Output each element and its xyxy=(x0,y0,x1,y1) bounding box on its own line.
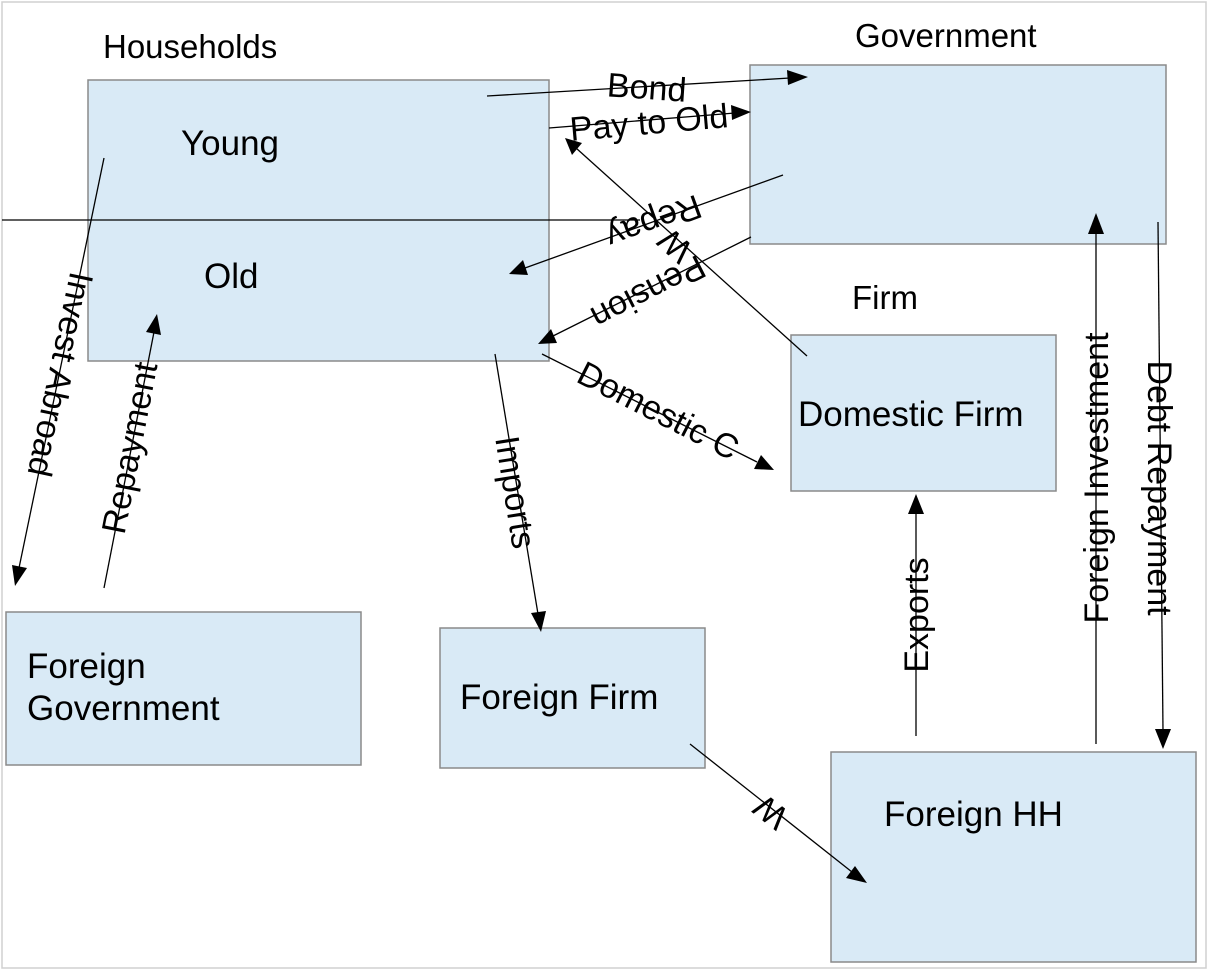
invest-abroad-arrowhead xyxy=(12,565,27,586)
firm-label: Firm xyxy=(852,279,918,316)
repayment-flow-label: Repayment xyxy=(95,358,166,536)
pension-arrowhead xyxy=(538,329,557,344)
foreign-investment-flow-label: Foreign Investment xyxy=(1078,332,1116,624)
repayment-arrowhead xyxy=(146,314,161,335)
foreign-investment-arrowhead xyxy=(1088,213,1104,234)
domestic-firm-box[interactable] xyxy=(790,334,1057,492)
w-domestic-connector xyxy=(575,147,808,357)
bond-connector xyxy=(486,77,791,97)
imports-connector xyxy=(494,353,539,615)
foreign-hh-label: Foreign HH xyxy=(884,795,1063,834)
pension-flow-label: Pension xyxy=(585,247,712,337)
old-label: Old xyxy=(204,257,258,296)
invest-abroad-flow-label: Invest Abroad xyxy=(20,269,100,480)
households-label: Households xyxy=(103,28,277,65)
repay-arrowhead xyxy=(509,260,528,275)
pension-connector xyxy=(552,236,752,337)
domestic-c-arrowhead xyxy=(754,455,774,470)
domestic-c-connector xyxy=(541,353,758,463)
imports-arrowhead xyxy=(531,611,546,632)
pay-to-old-arrowhead xyxy=(731,105,751,120)
foreign-government-label-line2: Government xyxy=(27,689,220,728)
debt-repayment-flow-label: Debt Repayment xyxy=(1140,360,1178,616)
repay-connector xyxy=(524,174,784,269)
repayment-connector xyxy=(103,331,155,589)
exports-arrowhead xyxy=(908,494,924,514)
pay-to-old-flow-label: Pay to Old xyxy=(568,97,729,149)
foreign-government-box[interactable] xyxy=(5,611,362,766)
w-foreign-connector xyxy=(689,743,853,873)
pay-to-old-connector xyxy=(548,112,736,129)
government-label: Government xyxy=(855,17,1037,54)
invest-abroad-connector xyxy=(18,157,105,569)
imports-flow-label: Imports xyxy=(487,433,542,551)
w-domestic-arrowhead xyxy=(565,138,582,155)
foreign-firm-box[interactable] xyxy=(439,627,706,769)
foreign-hh-box[interactable] xyxy=(830,751,1197,963)
debt-repayment-arrowhead xyxy=(1155,729,1171,749)
domestic-firm-label: Domestic Firm xyxy=(798,395,1024,434)
foreign-firm-label: Foreign Firm xyxy=(460,678,658,717)
debt-repayment-connector xyxy=(1157,221,1164,732)
foreign-government-label-line1: Foreign xyxy=(27,647,146,686)
w-foreign-arrowhead xyxy=(846,866,867,883)
bond-flow-label: Bond xyxy=(606,66,688,109)
government-box[interactable] xyxy=(749,64,1167,245)
young-label: Young xyxy=(181,124,279,163)
bond-arrowhead xyxy=(787,70,808,85)
exports-flow-label: Exports xyxy=(898,557,936,672)
domestic-c-flow-label: Domestic C xyxy=(571,354,745,468)
